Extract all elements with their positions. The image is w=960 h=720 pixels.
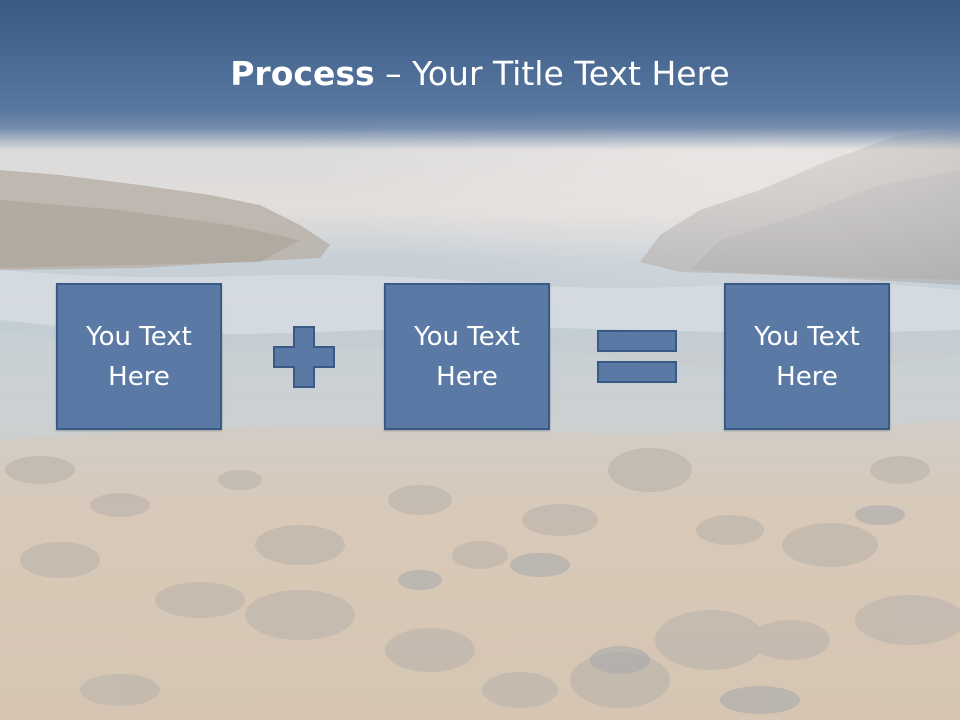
title-bold-part: Process: [230, 54, 375, 93]
process-box-1-text: You Text Here: [86, 321, 192, 392]
equals-icon: [597, 330, 677, 383]
process-box-2-text: You Text Here: [414, 321, 520, 392]
process-box-1[interactable]: You Text Here: [56, 283, 222, 430]
process-box-2[interactable]: You Text Here: [384, 283, 550, 430]
plus-icon: [273, 326, 335, 388]
process-box-3[interactable]: You Text Here: [724, 283, 890, 430]
slide-title: Process – Your Title Text Here: [0, 52, 960, 96]
title-band: [0, 0, 960, 150]
process-box-3-text: You Text Here: [754, 321, 860, 392]
title-rest-part: – Your Title Text Here: [374, 54, 730, 93]
